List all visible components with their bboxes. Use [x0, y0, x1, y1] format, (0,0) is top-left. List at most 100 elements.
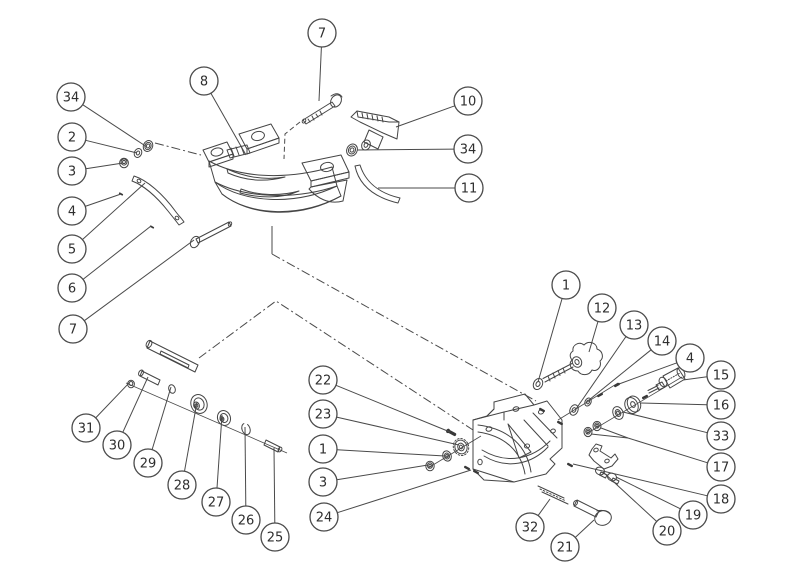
balloon-number: 11: [461, 182, 478, 197]
balloon-number: 4: [686, 352, 694, 367]
balloon-circle: [71, 413, 101, 443]
balloon-number: 8: [200, 75, 208, 90]
leader-line: [82, 182, 146, 240]
balloon-circle: [102, 430, 132, 460]
balloon-number: 21: [557, 541, 574, 556]
balloon-28: 28: [167, 401, 198, 500]
balloon-number: 18: [713, 493, 730, 508]
centerline: [283, 121, 301, 160]
balloon-20: 20: [602, 471, 682, 546]
lock-handle-10: [350, 110, 400, 151]
balloon-number: 34: [63, 91, 80, 106]
balloon-number: 31: [78, 422, 95, 437]
leader-line: [184, 401, 198, 472]
balloon-number: 20: [659, 525, 676, 540]
balloon-34: 34: [356, 134, 483, 164]
balloon-circle: [619, 310, 649, 340]
balloon-circle: [189, 66, 219, 96]
nut-washer-set-topleft: [119, 140, 154, 169]
balloon-circle: [454, 173, 484, 203]
balloon-number: 34: [460, 143, 477, 158]
leader-line: [122, 376, 149, 433]
parts-artwork: [118, 93, 686, 526]
balloon-circle: [550, 532, 580, 562]
balloon-14: 14: [588, 326, 677, 401]
leader-line: [85, 139, 138, 154]
balloon-16: 16: [640, 390, 736, 420]
centerline: [154, 142, 202, 156]
balloon-22: 22: [308, 365, 451, 433]
leader-line: [618, 362, 678, 385]
balloon-circle: [706, 360, 736, 390]
balloon-circle: [706, 484, 736, 514]
balloon-33: 33: [622, 411, 736, 451]
balloon-number: 1: [319, 443, 327, 458]
balloon-10: 10: [395, 86, 483, 128]
balloon-circle: [453, 134, 483, 164]
leader-line: [336, 449, 446, 457]
leader-line: [622, 411, 708, 434]
balloon-circle: [678, 500, 708, 530]
leader-line: [336, 416, 460, 446]
leader-line: [575, 336, 627, 410]
balloon-number: 17: [713, 461, 730, 476]
leader-line: [395, 105, 455, 128]
leader-line: [216, 414, 223, 489]
leader-line: [151, 386, 172, 450]
balloon-number: 28: [174, 479, 191, 494]
balloon-circle: [167, 470, 197, 500]
balloon-27: 27: [201, 414, 231, 517]
balloon-circle: [58, 314, 88, 344]
balloon-12: 12: [587, 293, 617, 353]
centerline: [427, 435, 482, 469]
balloon-number: 5: [68, 243, 76, 258]
balloon-26: 26: [231, 426, 261, 535]
balloon-number: 3: [319, 476, 327, 491]
balloon-7: 7: [58, 239, 195, 344]
pan-head-bolt-7: [301, 93, 343, 125]
balloon-1: 1: [537, 270, 581, 383]
knurled-knob-15: [641, 367, 686, 400]
balloon-8: 8: [189, 66, 247, 156]
leader-line: [85, 162, 124, 170]
centerline: [600, 427, 629, 439]
balloon-circle: [57, 234, 87, 264]
washer-34-right: [346, 143, 358, 157]
leader-line: [82, 104, 148, 148]
balloon-circle: [57, 122, 87, 152]
leader-line: [95, 382, 130, 419]
leader-line: [244, 426, 247, 507]
balloon-number: 2: [68, 131, 76, 146]
bearing-set-row: [168, 384, 283, 453]
balloon-circle: [57, 273, 87, 303]
balloon-number: 29: [140, 457, 157, 472]
balloon-number: 13: [626, 319, 643, 334]
balloon-30: 30: [102, 376, 149, 460]
balloon-11: 11: [378, 173, 484, 203]
centerline: [590, 433, 629, 439]
centerline: [585, 376, 683, 435]
balloon-24: 24: [309, 469, 472, 532]
hex-bolt-21: [573, 499, 612, 526]
balloon-19: 19: [615, 476, 708, 530]
balloon-circle: [308, 434, 338, 464]
balloon-number: 24: [316, 511, 333, 526]
balloon-circle: [308, 365, 338, 395]
pivot-shaft-31: [127, 339, 199, 389]
balloon-circle: [675, 343, 705, 373]
pointer-11: [354, 164, 401, 204]
balloon-number: 10: [460, 95, 477, 110]
balloon-4: 4: [618, 343, 705, 385]
leader-line: [537, 298, 563, 383]
leader-line: [574, 519, 595, 538]
balloon-7: 7: [307, 18, 337, 102]
balloon-number: 27: [208, 496, 225, 511]
balloon-5: 5: [57, 182, 146, 264]
balloon-31: 31: [71, 382, 130, 443]
centerline: [125, 382, 288, 454]
centerline: [557, 382, 619, 421]
balloon-circle: [231, 505, 261, 535]
balloon-2: 2: [57, 122, 138, 154]
